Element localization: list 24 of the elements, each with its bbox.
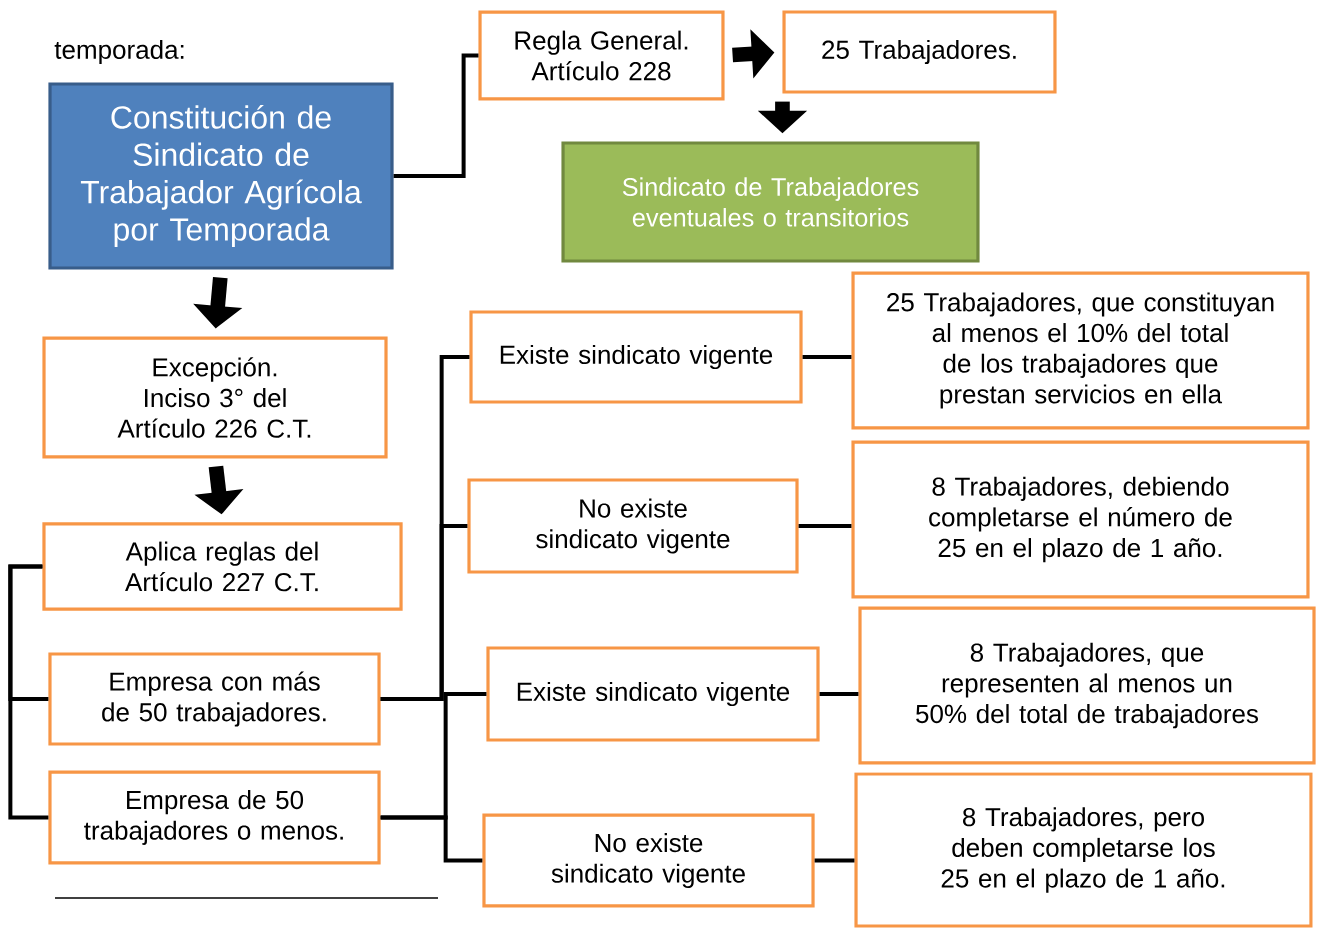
process-box: Regla General. Artículo 228 (478, 10, 725, 101)
process-box: 8 Trabajadores, que representen al menos un 50% del total de trabajadores (858, 606, 1316, 765)
process-box: Empresa con más de 50 trabajadores. (48, 652, 381, 746)
connector-line (8, 564, 49, 820)
connector-line (814, 858, 855, 863)
process-box: 25 Trabajadores. (782, 10, 1057, 94)
connector-line (798, 524, 852, 528)
process-box: Excepción. Inciso 3° del Artículo 226 C.T. (42, 336, 388, 459)
connector-line (802, 355, 852, 359)
process-box: Aplica reglas del Artículo 227 C.T. (42, 522, 403, 611)
connector-line (393, 53, 479, 178)
process-box: Existe sindicato vigente (469, 310, 803, 404)
title-box: Constitución de Sindicato de Trabajador Agrícola por Temporada (48, 82, 394, 270)
process-box: No existe sindicato vigente (482, 813, 815, 908)
process-box: 8 Trabajadores, pero deben completarse los 25 en el plazo de 1 año. (854, 772, 1313, 928)
process-box: Existe sindicato vigente (486, 646, 820, 742)
connector-line (380, 815, 483, 863)
process-box: 25 Trabajadores, que constituyan al menos el 10% del total de los trabajadores que prestan servicios en ella (851, 271, 1310, 430)
process-box: Empresa de 50 trabajadores o menos. (48, 770, 381, 865)
result-box: Sindicato de Trabajadores eventuales o transitorios (561, 141, 980, 263)
connector-line (380, 524, 468, 701)
process-box: 8 Trabajadores, debiendo completarse el número de 25 en el plazo de 1 año. (851, 440, 1310, 599)
process-box: No existe sindicato vigente (467, 478, 799, 574)
connector-line (819, 692, 859, 696)
